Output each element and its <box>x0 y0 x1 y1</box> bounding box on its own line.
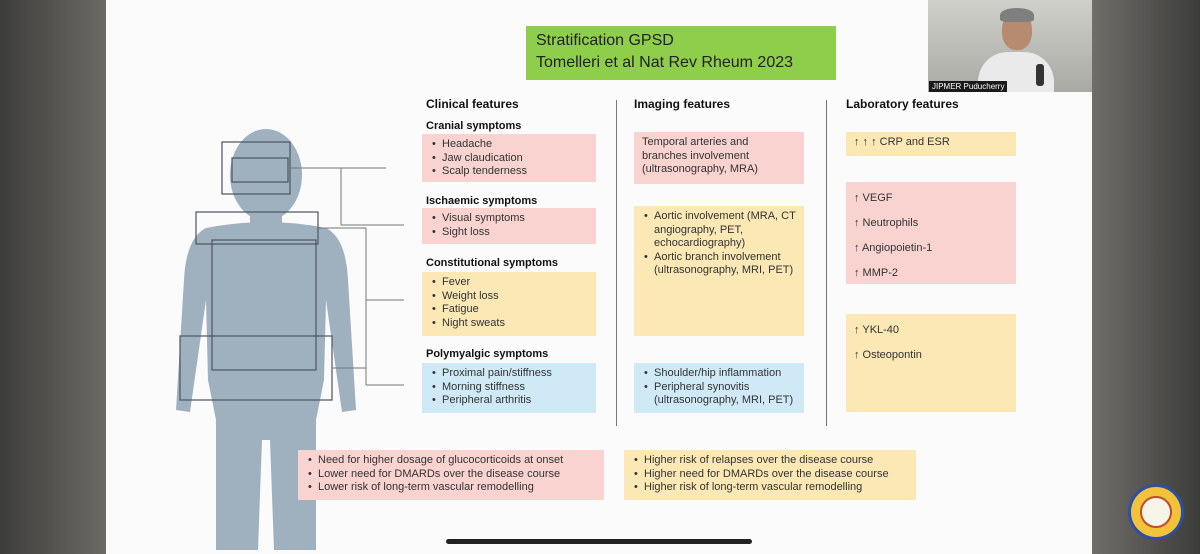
list-item: Proximal pain/stiffness <box>432 367 588 381</box>
list-item: Fatigue <box>432 303 588 317</box>
lab-crp-box: ↑ ↑ ↑ CRP and ESR <box>846 132 1016 156</box>
polymyalgic-heading: Polymyalgic symptoms <box>426 348 549 360</box>
list-item: ↑ MMP-2 <box>854 267 898 279</box>
list-item: ↑ Osteopontin <box>854 349 922 361</box>
outcome-large-vessel-box: Higher risk of relapses over the disease… <box>624 450 916 500</box>
list-item: Peripheral synovitis (ultrasonography, M… <box>644 381 796 408</box>
laboratory-features-header: Laboratory features <box>846 97 959 111</box>
list-item: Headache <box>432 138 588 152</box>
list-item: Higher risk of long-term vascular remode… <box>634 481 908 495</box>
imaging-cranial-text: Temporal arteries and branches involveme… <box>642 136 758 175</box>
slide-title-box: Stratification GPSD Tomelleri et al Nat … <box>526 26 836 80</box>
clinical-features-header: Clinical features <box>426 97 519 111</box>
list-item: ↑ YKL-40 <box>854 324 900 336</box>
lab-pink-box: ↑ VEGF ↑ Neutrophils ↑ Angiopoietin-1 ↑ … <box>846 182 1016 284</box>
list-item: Lower need for DMARDs over the disease c… <box>308 468 596 482</box>
list-item: Morning stiffness <box>432 381 588 395</box>
microphone-icon <box>1036 64 1044 86</box>
webcam-name-label: JIPMER Puducherry <box>929 81 1008 92</box>
imaging-cranial-box: Temporal arteries and branches involveme… <box>634 132 804 184</box>
list-item: Peripheral arthritis <box>432 394 588 408</box>
slide-title-line2: Tomelleri et al Nat Rev Rheum 2023 <box>536 54 794 71</box>
list-item: Scalp tenderness <box>432 165 588 179</box>
torso-region <box>211 239 317 371</box>
ischaemic-symptoms-box: Visual symptoms Sight loss <box>422 208 596 244</box>
imaging-polymyalgic-box: Shoulder/hip inflammation Peripheral syn… <box>634 363 804 413</box>
list-item: Jaw claudication <box>432 152 588 166</box>
right-background <box>1092 0 1200 554</box>
list-item: Shoulder/hip inflammation <box>644 367 796 381</box>
left-background <box>0 0 106 554</box>
list-item: ↑ Neutrophils <box>854 217 919 229</box>
column-divider-2 <box>826 100 827 426</box>
presentation-slide: Stratification GPSD Tomelleri et al Nat … <box>106 0 1092 554</box>
list-item: Lower risk of long-term vascular remodel… <box>308 481 596 495</box>
polymyalgic-symptoms-box: Proximal pain/stiffness Morning stiffnes… <box>422 363 596 413</box>
home-indicator-bar[interactable] <box>446 539 752 544</box>
lab-crp-text: ↑ ↑ ↑ CRP and ESR <box>854 136 950 148</box>
list-item: ↑ VEGF <box>854 192 893 204</box>
ischaemic-heading: Ischaemic symptoms <box>426 195 538 207</box>
presenter-hair <box>1000 8 1034 22</box>
list-item: Aortic branch involvement (ultrasonograp… <box>644 251 796 278</box>
list-item: Need for higher dosage of glucocorticoid… <box>308 454 596 468</box>
cranial-symptoms-box: Headache Jaw claudication Scalp tenderne… <box>422 134 596 182</box>
institute-logo-emblem <box>1140 496 1172 528</box>
list-item: Night sweats <box>432 317 588 331</box>
outcome-cranial-box: Need for higher dosage of glucocorticoid… <box>298 450 604 500</box>
webcam-video-tile[interactable]: JIPMER Puducherry <box>928 0 1092 92</box>
cranial-region-inner <box>231 157 289 183</box>
list-item: Higher risk of relapses over the disease… <box>634 454 908 468</box>
list-item: Higher need for DMARDs over the disease … <box>634 468 908 482</box>
head-shape <box>230 129 302 221</box>
torso-shape <box>176 222 356 550</box>
slide-title-line1: Stratification GPSD <box>536 32 674 49</box>
constitutional-heading: Constitutional symptoms <box>426 257 559 269</box>
institute-logo <box>1128 484 1184 540</box>
list-item: Weight loss <box>432 290 588 304</box>
list-item: Visual symptoms <box>432 212 588 226</box>
list-item: Sight loss <box>432 226 588 240</box>
column-divider-1 <box>616 100 617 426</box>
imaging-features-header: Imaging features <box>634 97 731 111</box>
list-item: Aortic involvement (MRA, CT angiography,… <box>644 210 796 251</box>
list-item: ↑ Angiopoietin-1 <box>854 242 933 254</box>
list-item: Fever <box>432 276 588 290</box>
constitutional-symptoms-box: Fever Weight loss Fatigue Night sweats <box>422 272 596 336</box>
cranial-heading: Cranial symptoms <box>426 120 522 132</box>
imaging-aortic-box: Aortic involvement (MRA, CT angiography,… <box>634 206 804 336</box>
lab-yellow-box: ↑ YKL-40 ↑ Osteopontin <box>846 314 1016 412</box>
